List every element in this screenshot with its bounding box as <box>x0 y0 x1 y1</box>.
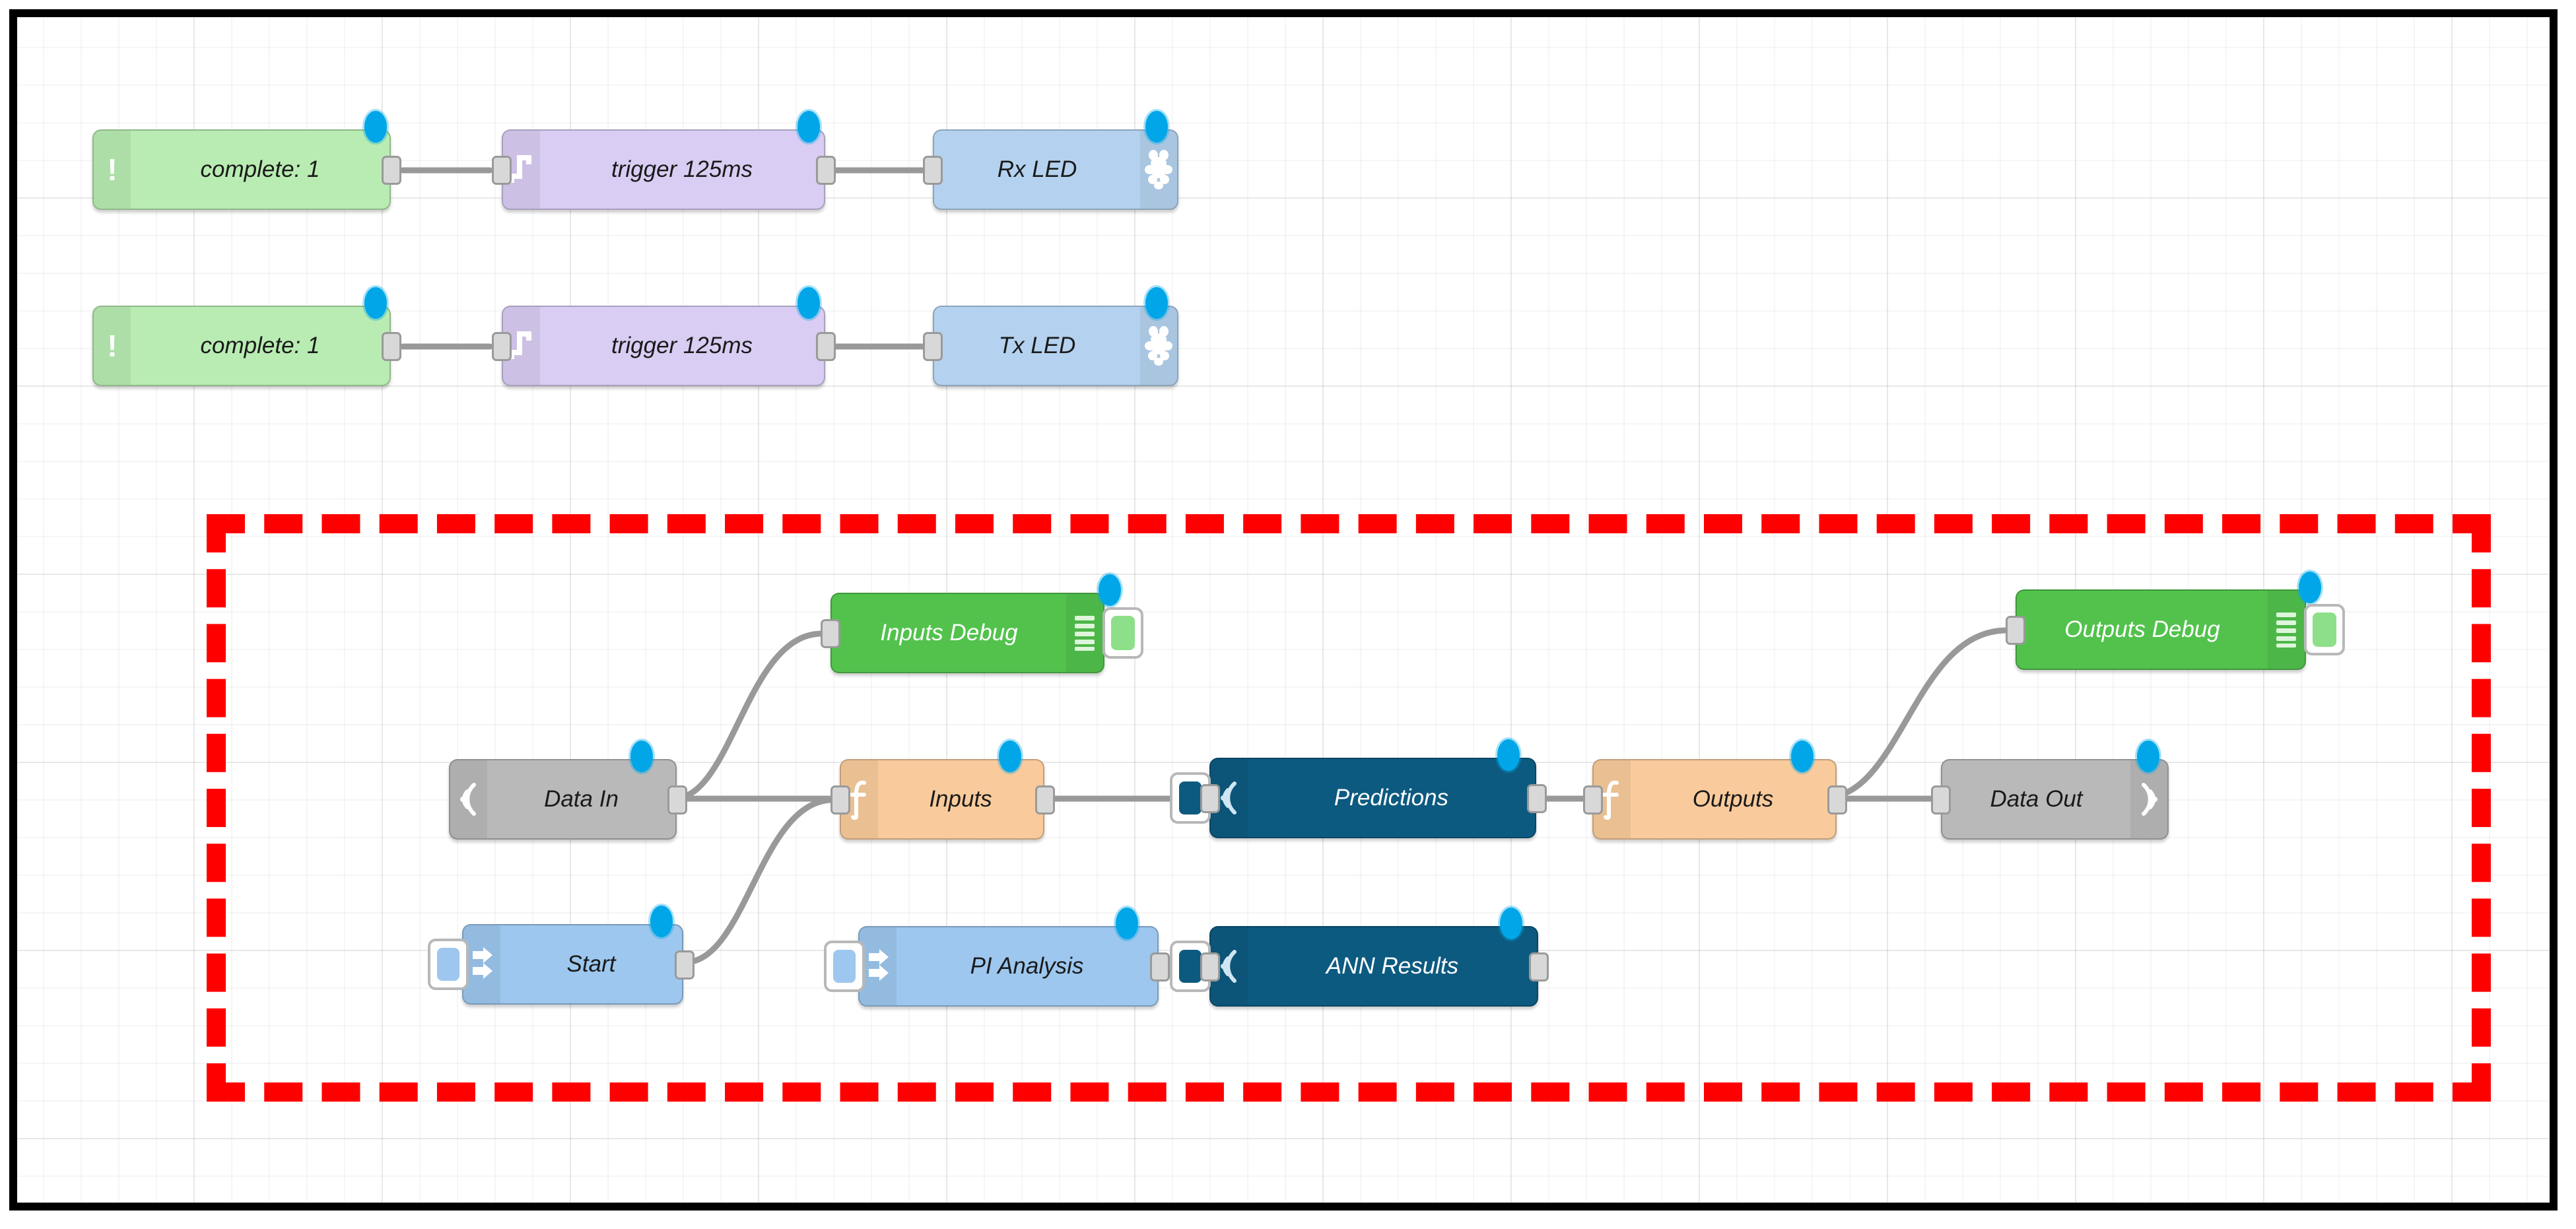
input-port[interactable] <box>2006 616 2025 645</box>
broadcast-icon <box>2130 760 2167 838</box>
node-label: complete: 1 <box>200 333 320 358</box>
inject-button[interactable] <box>824 941 865 992</box>
status-dot <box>1497 739 1520 771</box>
input-port[interactable] <box>923 156 943 185</box>
debug-toggle-button[interactable] <box>2304 604 2345 655</box>
node-trigger-tx[interactable]: trigger 125ms <box>502 306 825 386</box>
output-port[interactable] <box>816 156 836 185</box>
input-port[interactable] <box>821 619 840 648</box>
input-port[interactable] <box>1200 952 1220 981</box>
output-port[interactable] <box>1527 784 1547 813</box>
node-label: Rx LED <box>997 156 1077 182</box>
exclamation-icon: ! <box>94 131 131 209</box>
node-label: ANN Results <box>1326 953 1459 979</box>
broadcast-icon <box>450 760 487 838</box>
output-port[interactable] <box>816 332 836 361</box>
status-dot <box>650 906 673 937</box>
status-dot <box>1500 908 1522 939</box>
inject-arrow-icon <box>463 925 500 1003</box>
broadcast-icon <box>1211 927 1248 1005</box>
node-label: Inputs Debug <box>880 620 1018 646</box>
raspberry-pi-icon <box>1140 131 1177 209</box>
input-port[interactable] <box>492 332 512 361</box>
node-data-out[interactable]: Data Out <box>1941 759 2169 840</box>
node-label: Data In <box>544 786 619 812</box>
node-outputs-debug[interactable]: Outputs Debug <box>2016 589 2306 670</box>
input-port[interactable] <box>1200 784 1220 813</box>
node-start[interactable]: Start <box>462 924 683 1005</box>
debug-list-icon <box>1066 594 1103 672</box>
node-label: complete: 1 <box>200 156 320 182</box>
input-port[interactable] <box>1583 785 1603 814</box>
node-catch-rx[interactable]: ! complete: 1 <box>92 129 391 210</box>
node-label: Predictions <box>1334 785 1449 811</box>
node-predictions[interactable]: Predictions <box>1209 758 1536 838</box>
node-label: PI Analysis <box>970 953 1084 979</box>
input-port[interactable] <box>492 156 512 185</box>
exclamation-icon: ! <box>94 307 131 385</box>
debug-toggle-swatch <box>1111 616 1135 650</box>
inject-arrow-icon <box>860 927 897 1005</box>
mqtt-button-swatch <box>1179 950 1202 983</box>
node-ann-results[interactable]: ANN Results <box>1209 926 1538 1007</box>
output-port[interactable] <box>382 332 401 361</box>
status-dot <box>2299 572 2321 603</box>
status-dot <box>364 111 387 143</box>
inject-button[interactable] <box>428 939 469 990</box>
status-dot <box>1099 574 1121 606</box>
node-catch-tx[interactable]: ! complete: 1 <box>92 306 391 386</box>
node-label: trigger 125ms <box>611 333 753 358</box>
status-dot <box>1791 741 1813 772</box>
status-dot <box>2137 741 2159 772</box>
mqtt-button[interactable] <box>1170 772 1211 824</box>
node-outputs-function[interactable]: Outputs <box>1592 759 1837 840</box>
status-dot <box>797 111 820 143</box>
input-port[interactable] <box>1931 785 1951 814</box>
node-label: Outputs Debug <box>2064 616 2220 642</box>
status-dot <box>999 741 1021 772</box>
status-dot <box>630 741 653 772</box>
node-trigger-rx[interactable]: trigger 125ms <box>502 129 825 210</box>
node-inputs-function[interactable]: Inputs <box>840 759 1044 840</box>
output-port[interactable] <box>382 156 401 185</box>
node-label: Data Out <box>1990 786 2083 812</box>
mqtt-button-swatch <box>1179 781 1202 814</box>
node-label: Inputs <box>929 786 992 812</box>
inject-button-swatch <box>833 950 856 983</box>
status-dot <box>1145 287 1168 319</box>
node-label: Tx LED <box>998 333 1076 358</box>
node-label: trigger 125ms <box>611 156 753 182</box>
node-tx-led[interactable]: Tx LED <box>933 306 1178 386</box>
debug-toggle-button[interactable] <box>1102 607 1143 659</box>
node-label: Start <box>566 951 616 977</box>
raspberry-pi-icon <box>1140 307 1177 385</box>
output-port[interactable] <box>1150 952 1170 981</box>
output-port[interactable] <box>1035 785 1055 814</box>
node-rx-led[interactable]: Rx LED <box>933 129 1178 210</box>
node-pi-analysis[interactable]: PI Analysis <box>858 926 1159 1007</box>
input-port[interactable] <box>830 785 850 814</box>
status-dot <box>1145 111 1168 143</box>
status-dot <box>1116 908 1138 939</box>
node-label: Outputs <box>1692 786 1774 812</box>
status-dot <box>364 287 387 319</box>
output-port[interactable] <box>667 785 687 814</box>
input-port[interactable] <box>923 332 943 361</box>
output-port[interactable] <box>1827 785 1847 814</box>
status-dot <box>797 287 820 319</box>
output-port[interactable] <box>675 950 695 980</box>
node-data-in[interactable]: Data In <box>449 759 677 840</box>
inject-button-swatch <box>437 948 459 981</box>
output-port[interactable] <box>1529 952 1549 981</box>
debug-toggle-swatch <box>2313 613 2336 647</box>
function-f-icon <box>1594 760 1631 838</box>
node-inputs-debug[interactable]: Inputs Debug <box>830 593 1104 673</box>
debug-list-icon <box>2268 591 2305 669</box>
